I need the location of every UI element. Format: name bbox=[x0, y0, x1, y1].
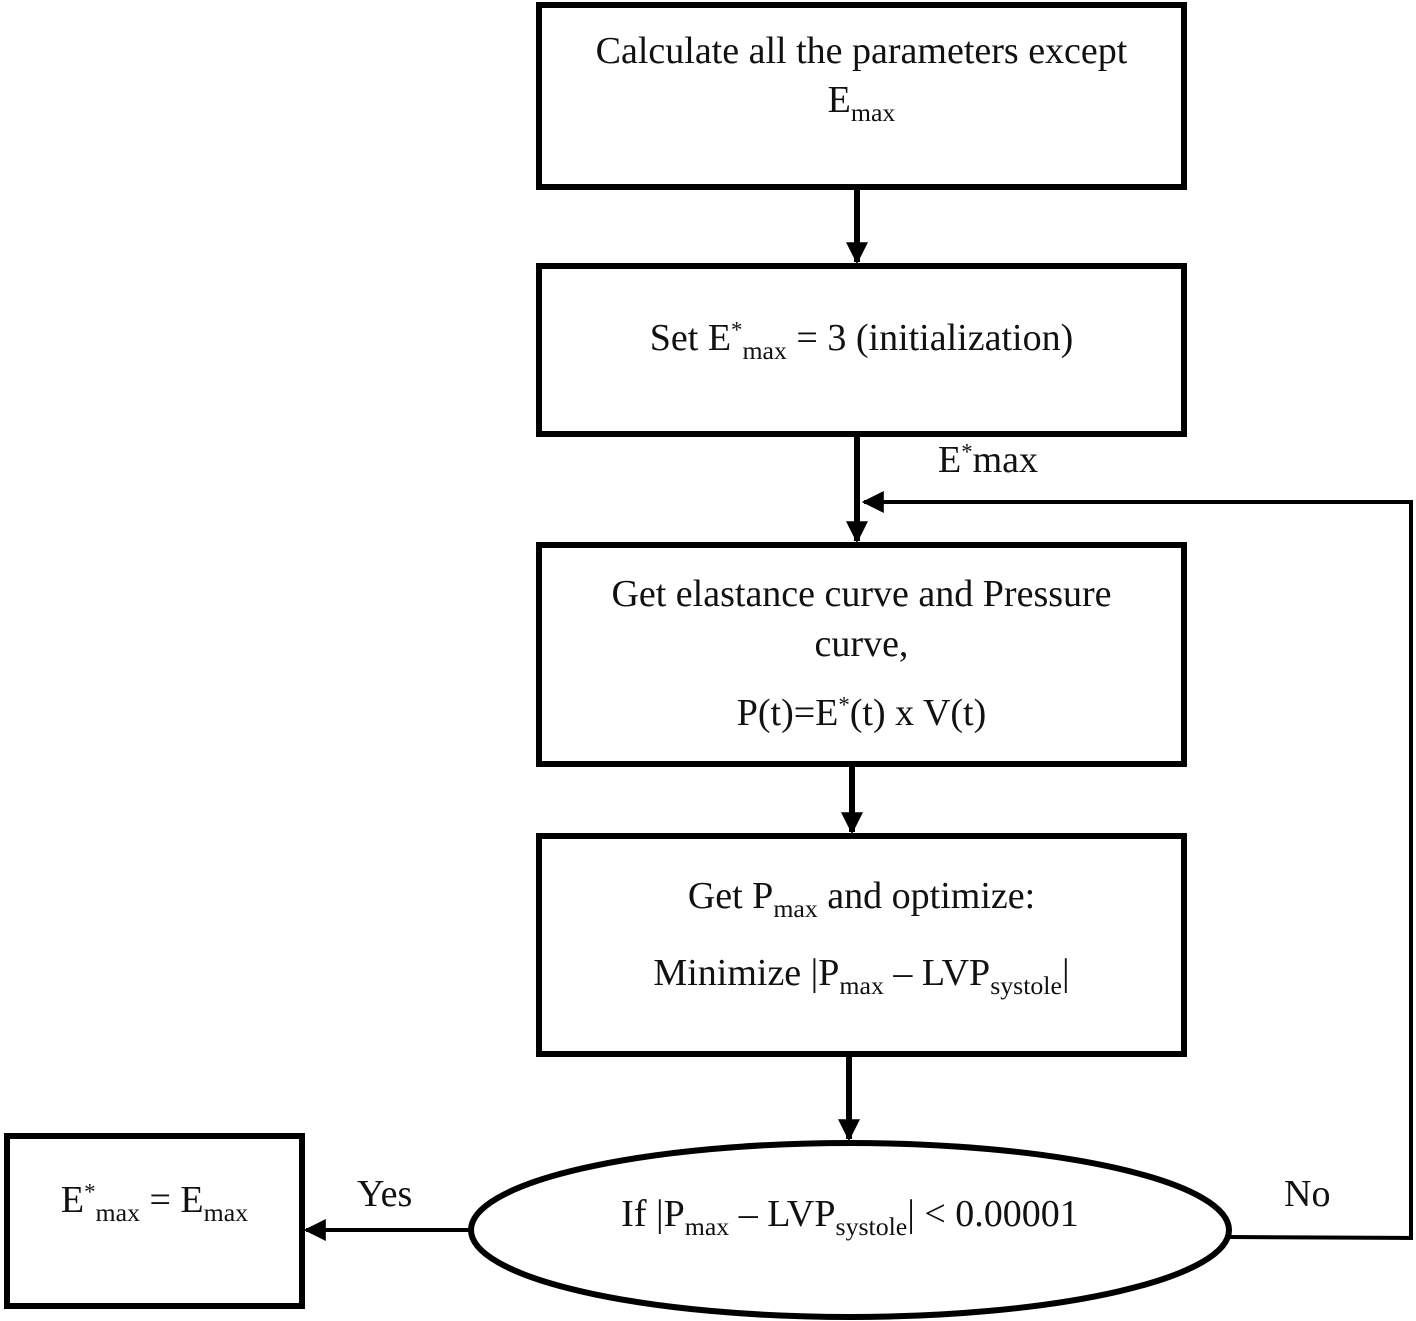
decision-node: If |Pmax – LVPsystole| < 0.00001 bbox=[474, 1146, 1226, 1314]
loop-no-path bbox=[861, 491, 1413, 1241]
result-node: E*max = Emax bbox=[10, 1139, 299, 1303]
box-elastance-curve bbox=[536, 542, 1187, 767]
box-result bbox=[4, 1133, 305, 1309]
calculate-parameters-node: Calculate all the parameters except Emax bbox=[542, 8, 1181, 184]
init-text: Set E*max = 3 (initialization) bbox=[649, 317, 1074, 366]
box-optimize bbox=[536, 833, 1187, 1057]
optimize-text-line2: Minimize |Pmax – LVPsystole| bbox=[653, 952, 1070, 1001]
no-label: No bbox=[1284, 1173, 1331, 1215]
box-initialization bbox=[536, 263, 1187, 437]
box-calculate-parameters bbox=[536, 2, 1187, 190]
calc-text-line1: Calculate all the parameters except bbox=[595, 29, 1128, 72]
elastance-curve-node: Get elastance curve and Pressure curve, … bbox=[542, 548, 1181, 761]
yes-label: Yes bbox=[357, 1173, 413, 1215]
curve-text-line2: curve, bbox=[814, 622, 909, 665]
loop-label-emax: E*max bbox=[938, 439, 1039, 481]
initialization-node: Set E*max = 3 (initialization) bbox=[542, 269, 1181, 431]
decision-text: If |Pmax – LVPsystole| < 0.00001 bbox=[621, 1193, 1079, 1242]
calc-text-line2: Emax bbox=[827, 79, 896, 128]
optimize-node: Get Pmax and optimize: Minimize |Pmax – … bbox=[542, 839, 1181, 1051]
optimize-text-line1: Get Pmax and optimize: bbox=[687, 874, 1036, 923]
curve-text-line1: Get elastance curve and Pressure bbox=[611, 573, 1112, 616]
curve-formula: P(t)=E*(t) x V(t) bbox=[736, 692, 987, 735]
result-text: E*max = Emax bbox=[60, 1179, 249, 1228]
